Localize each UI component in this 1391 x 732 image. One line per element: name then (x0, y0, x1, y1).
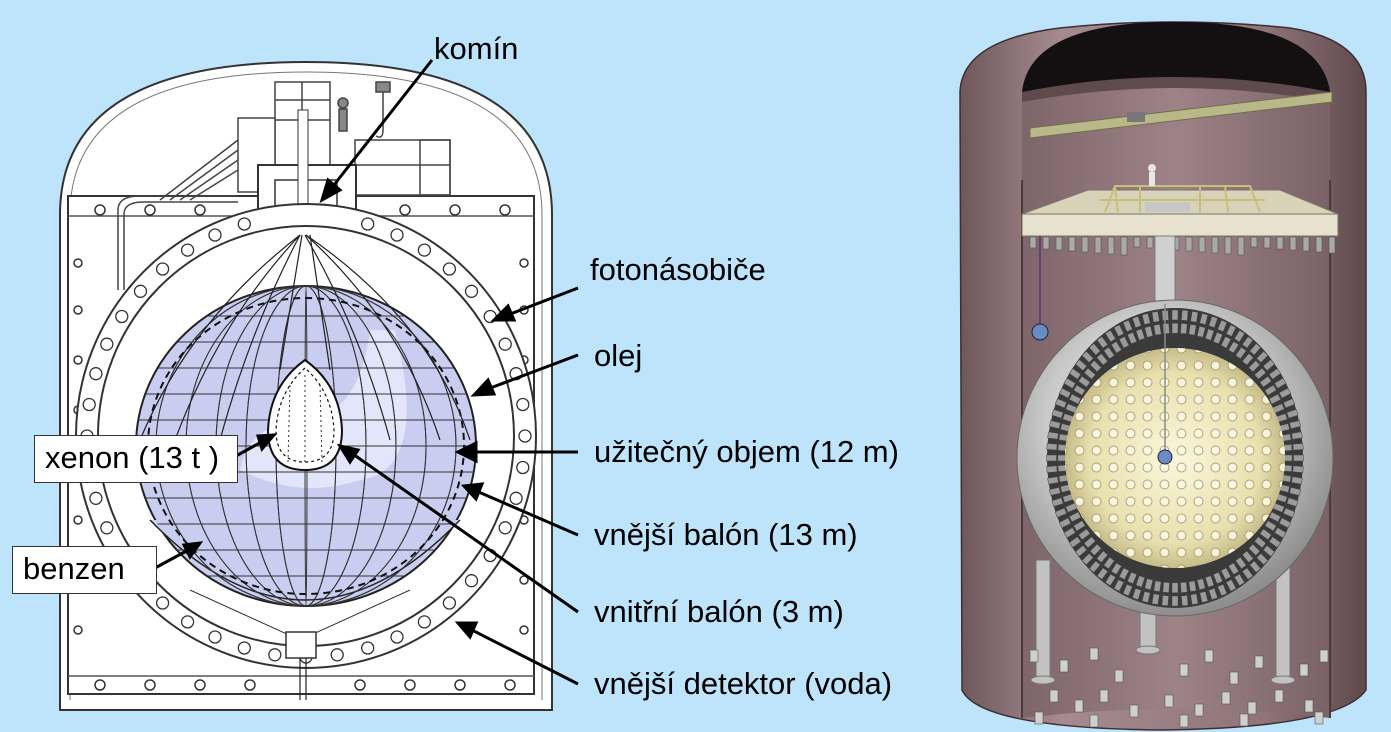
calibration-ball-center (1157, 449, 1173, 465)
cavern-inner-line (69, 71, 543, 700)
outer-detector-pmts-floor (1029, 647, 1329, 728)
label-vnitrni-balon: vnitřní balón (3 m) (594, 594, 844, 629)
label-uzitecny-objem: užitečný objem (12 m) (594, 434, 899, 469)
label-komin: komín (434, 31, 519, 66)
label-xenon: xenon (13 t ) (34, 435, 238, 483)
label-vnejsi-balon: vnější balón (13 m) (594, 517, 858, 552)
chimney-pipe (1154, 235, 1176, 305)
label-benzen: benzen (12, 546, 157, 594)
label-fotonasobice: fotonásobiče (590, 252, 766, 287)
crane-beam (1029, 91, 1333, 139)
calibration-ball-outer (1031, 323, 1049, 341)
pointer-arrows (154, 59, 579, 686)
balloon-ropes (139, 234, 471, 700)
label-olej: olej (594, 338, 643, 373)
top-deck-platform (1021, 213, 1339, 237)
cross-section-drawing (59, 60, 553, 711)
inner-detector-pmts (1046, 309, 1304, 607)
cutaway-render (959, 21, 1367, 731)
label-vnejsi-detektor: vnější detektor (voda) (594, 666, 893, 701)
outer-detector-pmts-top (1029, 236, 1336, 256)
sphere-support-legs (1030, 559, 1296, 685)
